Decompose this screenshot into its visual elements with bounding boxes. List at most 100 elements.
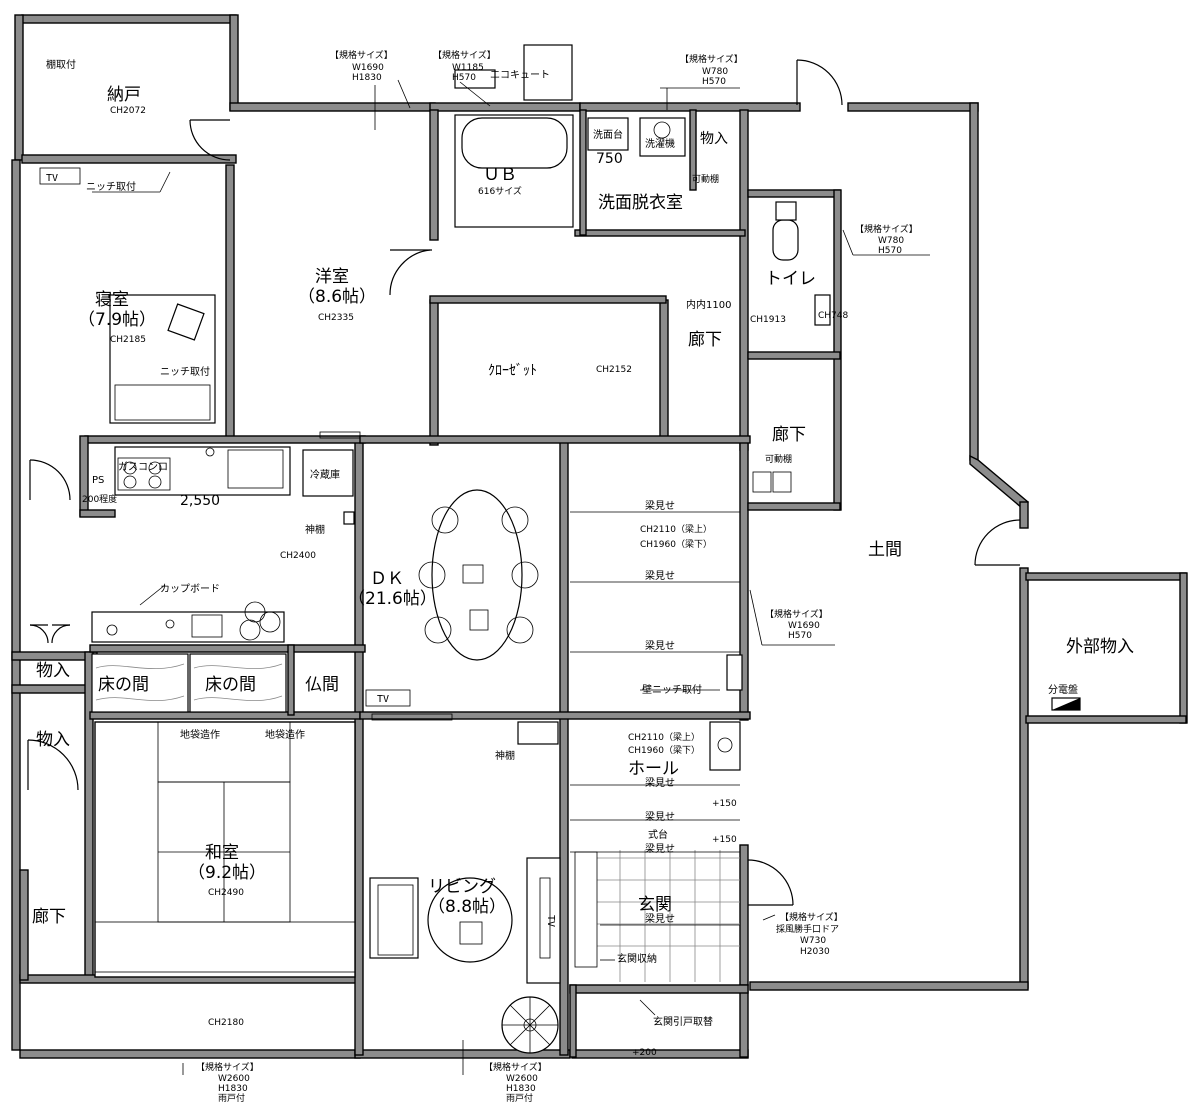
label-living: リビング xyxy=(428,877,496,897)
note-ch2110-b: CH2110（梁上） xyxy=(628,731,700,743)
label-rouka-1: 廊下 xyxy=(688,330,722,350)
w4-title: 【規格サイズ】 xyxy=(855,223,918,235)
label-genkan: 玄関 xyxy=(638,895,672,915)
w6-l2: W730 xyxy=(800,936,826,946)
note-ps: PS xyxy=(92,475,104,486)
note-hari-5: 梁見せ xyxy=(645,810,675,823)
w8-l2: H1830 xyxy=(506,1084,536,1094)
label-hall: ホール xyxy=(628,759,679,779)
label-doma: 土間 xyxy=(868,540,902,560)
label-sentakuki: 洗濯機 xyxy=(645,137,675,150)
note-niche-2: ニッチ取付 xyxy=(160,365,210,378)
note-hari-2: 梁見せ xyxy=(645,569,675,582)
note-cupboard: カップボード xyxy=(160,583,220,595)
w3-title: 【規格サイズ】 xyxy=(680,53,743,65)
label-shindai: 寝室 xyxy=(95,289,129,310)
note-plus200: +200 xyxy=(632,1048,657,1058)
note-bundenban: 分電盤 xyxy=(1048,683,1078,696)
note-reizouko: 冷蔵庫 xyxy=(310,468,340,481)
note-hari-3: 梁見せ xyxy=(645,639,675,652)
note-genkan-shuno: 玄関収納 xyxy=(617,952,657,965)
note-ch1960-b: CH1960（梁下） xyxy=(628,744,700,756)
w4-l1: W780 xyxy=(878,236,904,246)
label-living-size: （8.8帖） xyxy=(428,897,506,917)
note-kamidana-2: 神棚 xyxy=(495,749,515,762)
label-nando: 納戸 xyxy=(107,85,141,105)
note-ch1960-a: CH1960（梁下） xyxy=(640,538,712,550)
label-dk-ch: CH2400 xyxy=(280,551,316,561)
label-washitsu-size: （9.2帖） xyxy=(188,863,266,883)
w5-title: 【規格サイズ】 xyxy=(765,608,828,620)
w5-l2: H570 xyxy=(788,631,812,641)
label-closet-ch: CH2152 xyxy=(596,365,632,375)
note-tv-3: TV xyxy=(545,915,556,927)
label-shindai-ch: CH2185 xyxy=(110,335,146,345)
note-kabe-niche: 壁ニッチ取付 xyxy=(642,683,702,696)
window-specs: 【規格サイズ】 W1690 H1830 【規格サイズ】 W1185 H570 【… xyxy=(196,49,918,1104)
w1-l1: W1690 xyxy=(352,63,384,73)
room-labels: 納戸 CH2072 棚取付 寝室 （7.9帖） CH2185 洋室 （8.6帖）… xyxy=(32,58,1134,1058)
label-toilet: トイレ xyxy=(765,269,816,289)
leaders xyxy=(92,79,930,1075)
note-ps-size: 200程度 xyxy=(82,493,117,505)
w7-l3: 雨戸付 xyxy=(218,1093,245,1104)
note-shikidai: 式台 xyxy=(648,828,668,841)
label-ub-size: 616サイズ xyxy=(478,185,522,197)
note-ch748: CH748 xyxy=(818,311,849,321)
note-plus150-a: +150 xyxy=(712,799,737,809)
label-gaibu-monoire: 外部物入 xyxy=(1066,637,1134,657)
note-genkan-hikido: 玄関引戸取替 xyxy=(653,1015,713,1028)
w7-l1: W2600 xyxy=(218,1074,250,1084)
label-tokonoma-2: 床の間 xyxy=(205,675,256,695)
note-tana: 棚取付 xyxy=(46,58,76,71)
w8-title: 【規格サイズ】 xyxy=(484,1061,547,1073)
note-tv-2: TV xyxy=(377,694,389,705)
note-hari-7: 梁見せ xyxy=(645,912,675,925)
label-rouka-2: 廊下 xyxy=(772,425,806,445)
note-hari-1: 梁見せ xyxy=(645,499,675,512)
label-rouka-3: 廊下 xyxy=(32,907,66,927)
label-rouka-ch: CH2180 xyxy=(208,1018,244,1028)
label-closet: ｸﾛｰｾﾞｯﾄ xyxy=(488,363,537,379)
label-dk: ＤＫ xyxy=(370,569,404,589)
w8-l3: 雨戸付 xyxy=(506,1093,533,1104)
label-shindai-size: （7.9帖） xyxy=(78,310,156,330)
w6-l3: H2030 xyxy=(800,947,830,957)
fixtures xyxy=(39,44,1081,1054)
note-hari-6: 梁見せ xyxy=(645,842,675,855)
label-butsuma: 仏間 xyxy=(305,675,339,695)
note-plus150-b: +150 xyxy=(712,835,737,845)
w3-l1: W780 xyxy=(702,67,728,77)
note-hari-4: 梁見せ xyxy=(645,776,675,789)
note-ecocute: エコキュート xyxy=(490,70,550,81)
doors xyxy=(27,59,1021,906)
w5-l1: W1690 xyxy=(788,621,820,631)
note-ch1913: CH1913 xyxy=(750,315,786,325)
w2-l2: H570 xyxy=(452,73,476,83)
note-kamidana-1: 神棚 xyxy=(305,523,325,536)
w4-l2: H570 xyxy=(878,246,902,256)
w2-l1: W1185 xyxy=(452,63,484,73)
walls xyxy=(11,14,1188,1059)
note-jibukuro-1: 地袋造作 xyxy=(180,728,220,741)
w7-title: 【規格サイズ】 xyxy=(196,1061,259,1073)
w3-l2: H570 xyxy=(702,77,726,87)
label-youshitsu-size: （8.6帖） xyxy=(298,287,376,307)
label-senmen-dim: 750 xyxy=(596,151,623,167)
note-kado-1: 可動棚 xyxy=(692,173,719,185)
label-monoire-2: 物入 xyxy=(36,730,70,750)
note-tv-1: TV xyxy=(46,173,58,184)
w8-l1: W2600 xyxy=(506,1074,538,1084)
label-dk-size: （21.6帖） xyxy=(348,589,437,609)
label-senmendai: 洗面台 xyxy=(593,128,623,141)
label-nando-ch: CH2072 xyxy=(110,106,146,116)
w1-title: 【規格サイズ】 xyxy=(330,49,393,61)
note-kitchen-dim: 2,550 xyxy=(180,493,220,509)
w7-l2: H1830 xyxy=(218,1084,248,1094)
note-jibukuro-2: 地袋造作 xyxy=(265,728,305,741)
note-naiuchi: 内内1100 xyxy=(686,298,731,311)
label-senmen: 洗面脱衣室 xyxy=(598,193,683,213)
label-ub: ＵＢ xyxy=(483,165,517,185)
w6-l1: 採風勝手口ドア xyxy=(776,923,839,935)
